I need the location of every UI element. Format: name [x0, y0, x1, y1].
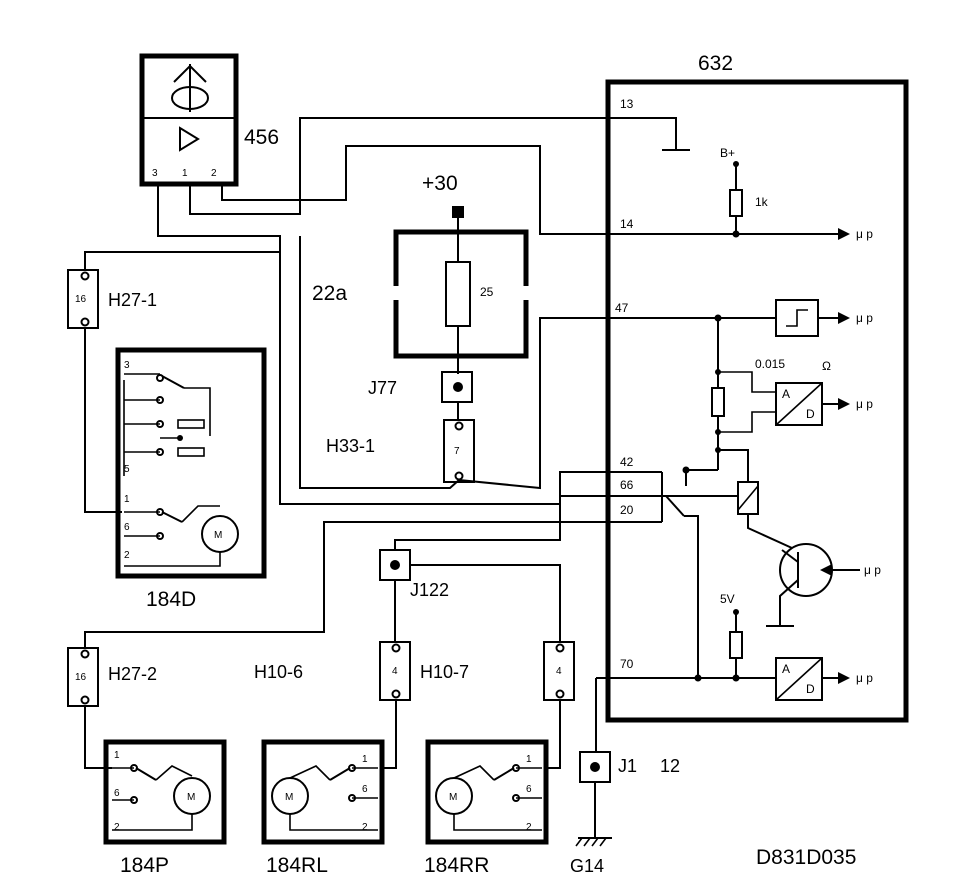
fuse-box-title: 22a	[312, 282, 347, 305]
h10-7-label: H10-7	[420, 662, 469, 682]
switch-184d-title: 184D	[146, 588, 196, 611]
connector-h10-6: 4	[379, 641, 411, 701]
sensor-pin-1: 1	[182, 168, 188, 179]
h10-6-pin: 4	[392, 666, 398, 677]
ad1-a: A	[782, 387, 790, 401]
ecu-module-632: 632 13 14 47 42 66 20 70 B+ 1k μ p μ p	[596, 52, 909, 723]
ad2-d: D	[806, 682, 815, 696]
h10-6-label: H10-6	[254, 662, 303, 682]
sw-motor-m: M	[214, 530, 222, 541]
connector-h33-1: 7 H33-1	[326, 419, 475, 483]
j1-number: 12	[660, 756, 680, 776]
m184p-pin-1: 1	[114, 750, 120, 761]
h10-7-pin: 4	[556, 666, 562, 677]
motor-184p: 1 6 2 M 184P	[103, 739, 227, 877]
ecu-pin-13: 13	[620, 97, 634, 111]
connector-h27-1: 16 H27-1	[67, 269, 157, 329]
ground-label: G14	[570, 856, 604, 876]
switch-184d: 3 5 1 6 2 M 184D	[115, 347, 267, 611]
m184rr-pin-2: 2	[526, 822, 532, 833]
h33-label: H33-1	[326, 436, 375, 456]
ecu-pin-47: 47	[615, 301, 629, 315]
m184rl-pin-6: 6	[362, 784, 368, 795]
diagram-id: D831D035	[756, 846, 856, 869]
h27-2-label: H27-2	[108, 664, 157, 684]
m184rr-m: M	[449, 792, 457, 803]
sw-pin-1: 1	[124, 494, 130, 505]
up-label-2: μ p	[856, 311, 873, 325]
ad1-d: D	[806, 407, 815, 421]
shunt-value-label: 0.015	[755, 357, 785, 371]
up-label-5: μ p	[856, 671, 873, 685]
ecu-title: 632	[698, 52, 733, 75]
up-label-3: μ p	[856, 397, 873, 411]
ecu-pin-42: 42	[620, 455, 634, 469]
m184p-m: M	[187, 792, 195, 803]
m184rl-pin-2: 2	[362, 822, 368, 833]
junction-j122: J122	[379, 549, 449, 600]
up-label-1: μ p	[856, 227, 873, 241]
connector-h27-2: 16 H27-2	[67, 647, 157, 707]
m184rl-pin-1: 1	[362, 754, 368, 765]
up-label-4: μ p	[864, 563, 881, 577]
j1-label: J1	[618, 756, 637, 776]
ground-symbol	[575, 837, 612, 847]
motor-184rl-title: 184RL	[266, 854, 328, 877]
sensor-pin-3: 3	[152, 168, 158, 179]
sw-pin-2: 2	[124, 550, 130, 561]
motor-184rr-title: 184RR	[424, 854, 489, 877]
ecu-pin-20: 20	[620, 503, 634, 517]
motor-184rr: 1 6 2 M 184RR	[424, 739, 549, 877]
m184rr-pin-1: 1	[526, 754, 532, 765]
m184p-pin-2: 2	[114, 822, 120, 833]
resistor-1k-label: 1k	[755, 195, 769, 209]
ecu-pin-70: 70	[620, 657, 634, 671]
j77-label: J77	[368, 378, 397, 398]
sensor-456: 456 3 1 2	[139, 53, 279, 187]
sensor-title: 456	[244, 126, 279, 149]
junction-j1: J1 12	[579, 751, 680, 783]
junction-j77: J77	[368, 371, 473, 403]
h27-1-label: H27-1	[108, 290, 157, 310]
ecu-pin-14: 14	[620, 217, 634, 231]
supply-label: +30	[422, 172, 458, 195]
h27-1-pin: 16	[75, 294, 87, 305]
ohm-label: Ω	[822, 359, 831, 373]
h27-2-pin: 16	[75, 672, 87, 683]
m184p-pin-6: 6	[114, 788, 120, 799]
sensor-pin-2: 2	[211, 168, 217, 179]
v5-label: 5V	[720, 592, 735, 606]
sw-pin-3: 3	[124, 360, 130, 371]
j122-label: J122	[410, 580, 449, 600]
motor-184rl: 1 6 2 M 184RL	[261, 739, 385, 877]
sw-pin-5: 5	[124, 464, 130, 475]
m184rr-pin-6: 6	[526, 784, 532, 795]
connector-h10-7: 4	[543, 641, 575, 701]
motor-184p-title: 184P	[120, 854, 169, 877]
ad2-a: A	[782, 662, 790, 676]
ecu-pin-66: 66	[620, 478, 634, 492]
bplus-label: B+	[720, 146, 735, 160]
m184rl-m: M	[285, 792, 293, 803]
fuse-box-22a: +30 25 22a	[312, 172, 529, 374]
fuse-value: 25	[480, 285, 494, 299]
sw-pin-6: 6	[124, 522, 130, 533]
h33-pin: 7	[454, 446, 460, 457]
